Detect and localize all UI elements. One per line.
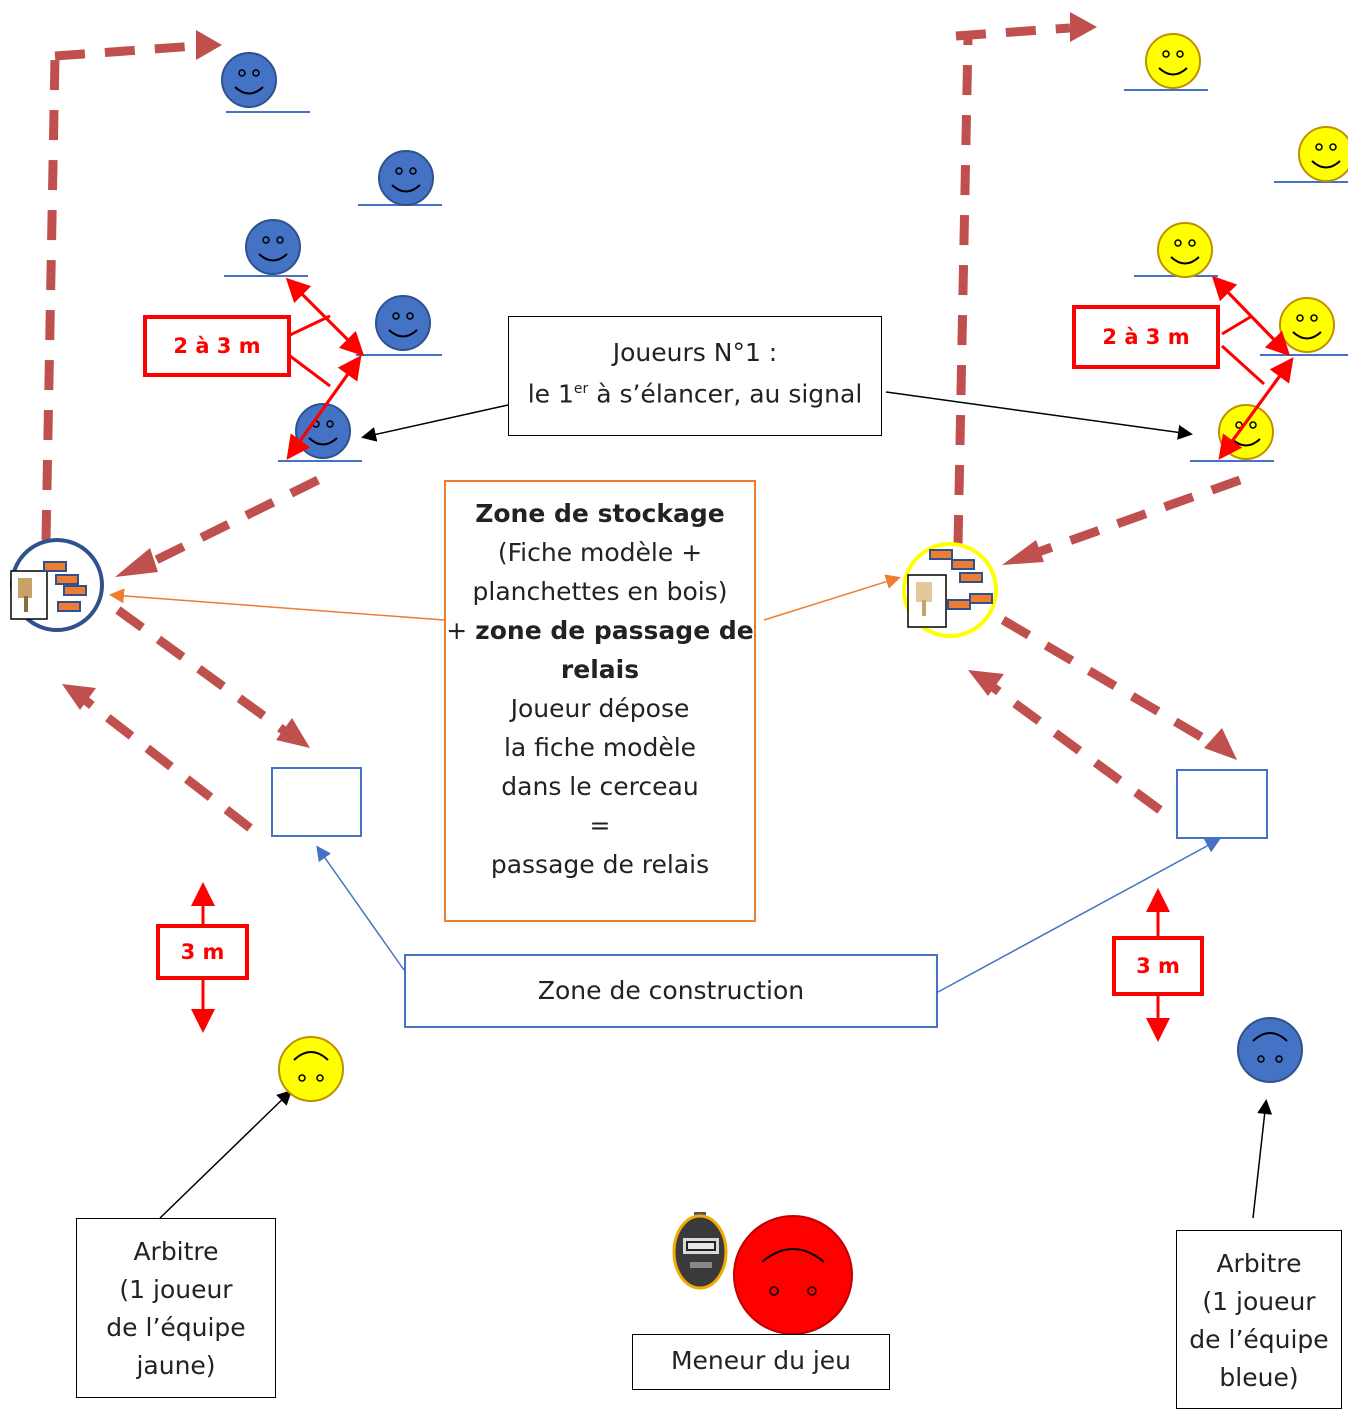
storage-zone-title: Zone de stockage <box>475 499 725 528</box>
right-running-path <box>953 23 1242 814</box>
wooden-plank-icon <box>969 593 993 604</box>
arrowhead-icon <box>62 684 96 710</box>
players-note-connectors <box>361 391 1193 442</box>
upside-down-face-icon <box>1237 1017 1303 1083</box>
right-spacing-label: 2 à 3 m <box>1072 305 1220 369</box>
first-players-note-line1: Joueurs N°1 : <box>612 338 778 367</box>
smiley-face-icon <box>221 52 277 108</box>
wooden-plank-icon <box>951 559 975 570</box>
right-hoop <box>902 542 998 638</box>
wooden-plank-icon <box>57 601 81 612</box>
upside-down-face-icon <box>733 1215 853 1335</box>
left-spacing-arrows <box>285 277 365 460</box>
storage-zone-connectors <box>109 574 901 621</box>
arrowhead-icon <box>1002 540 1044 565</box>
left-gap-label: 3 m <box>156 924 249 980</box>
left-hoop <box>10 538 104 632</box>
blue-team-players <box>221 52 442 462</box>
arrowhead-icon <box>196 30 222 60</box>
right-path-arrowheads <box>968 12 1237 760</box>
smiley-face-icon <box>1145 33 1201 89</box>
construction-zone-connectors <box>316 838 1221 993</box>
arrowhead-icon <box>115 548 158 577</box>
first-players-note: Joueurs N°1 : le 1er à s’élancer, au sig… <box>508 316 882 436</box>
left-path-arrowheads <box>62 30 310 748</box>
left-spacing-label: 2 à 3 m <box>143 315 291 377</box>
game-leader <box>672 1212 853 1335</box>
right-construction-square <box>1176 769 1268 839</box>
right-spacing-arrows <box>1211 275 1294 460</box>
upside-down-face-icon <box>278 1036 344 1102</box>
smiley-face-icon <box>375 295 431 351</box>
storage-zone-callout: Zone de stockage (Fiche modèle + planche… <box>444 480 756 922</box>
left-running-path <box>41 41 320 832</box>
yellow-referee <box>278 1036 344 1102</box>
wooden-plank-icon <box>43 561 67 572</box>
yellow-referee-note: Arbitre (1 joueur de l’équipe jaune) <box>76 1218 276 1398</box>
smiley-face-icon <box>1218 404 1274 460</box>
first-players-note-line2: le 1er à s’élancer, au signal <box>527 379 863 409</box>
smiley-face-icon <box>1279 297 1335 353</box>
smiley-face-icon <box>378 150 434 206</box>
stopwatch-icon <box>672 1212 728 1290</box>
blue-referee-note: Arbitre (1 joueur de l’équipe bleue) <box>1176 1230 1342 1409</box>
wooden-plank-icon <box>947 599 971 610</box>
game-leader-label: Meneur du jeu <box>632 1334 890 1390</box>
arrowhead-icon <box>968 670 1004 696</box>
arrowhead-icon <box>276 718 310 748</box>
smiley-face-icon <box>295 403 351 459</box>
construction-zone-label: Zone de construction <box>404 954 938 1028</box>
yellow-team-players <box>1124 33 1348 462</box>
smiley-face-icon <box>245 219 301 275</box>
right-gap-label: 3 m <box>1112 936 1204 996</box>
wooden-plank-icon <box>959 572 983 583</box>
smiley-face-icon <box>1157 222 1213 278</box>
smiley-face-icon <box>1298 126 1348 182</box>
left-construction-square <box>271 767 362 837</box>
wooden-plank-icon <box>55 574 79 585</box>
referee-connectors <box>159 1089 1273 1219</box>
arrowhead-icon <box>1204 728 1237 760</box>
wooden-plank-icon <box>63 585 87 596</box>
blue-referee <box>1237 1017 1303 1083</box>
wooden-plank-icon <box>929 549 953 560</box>
arrowhead-icon <box>1070 12 1097 42</box>
